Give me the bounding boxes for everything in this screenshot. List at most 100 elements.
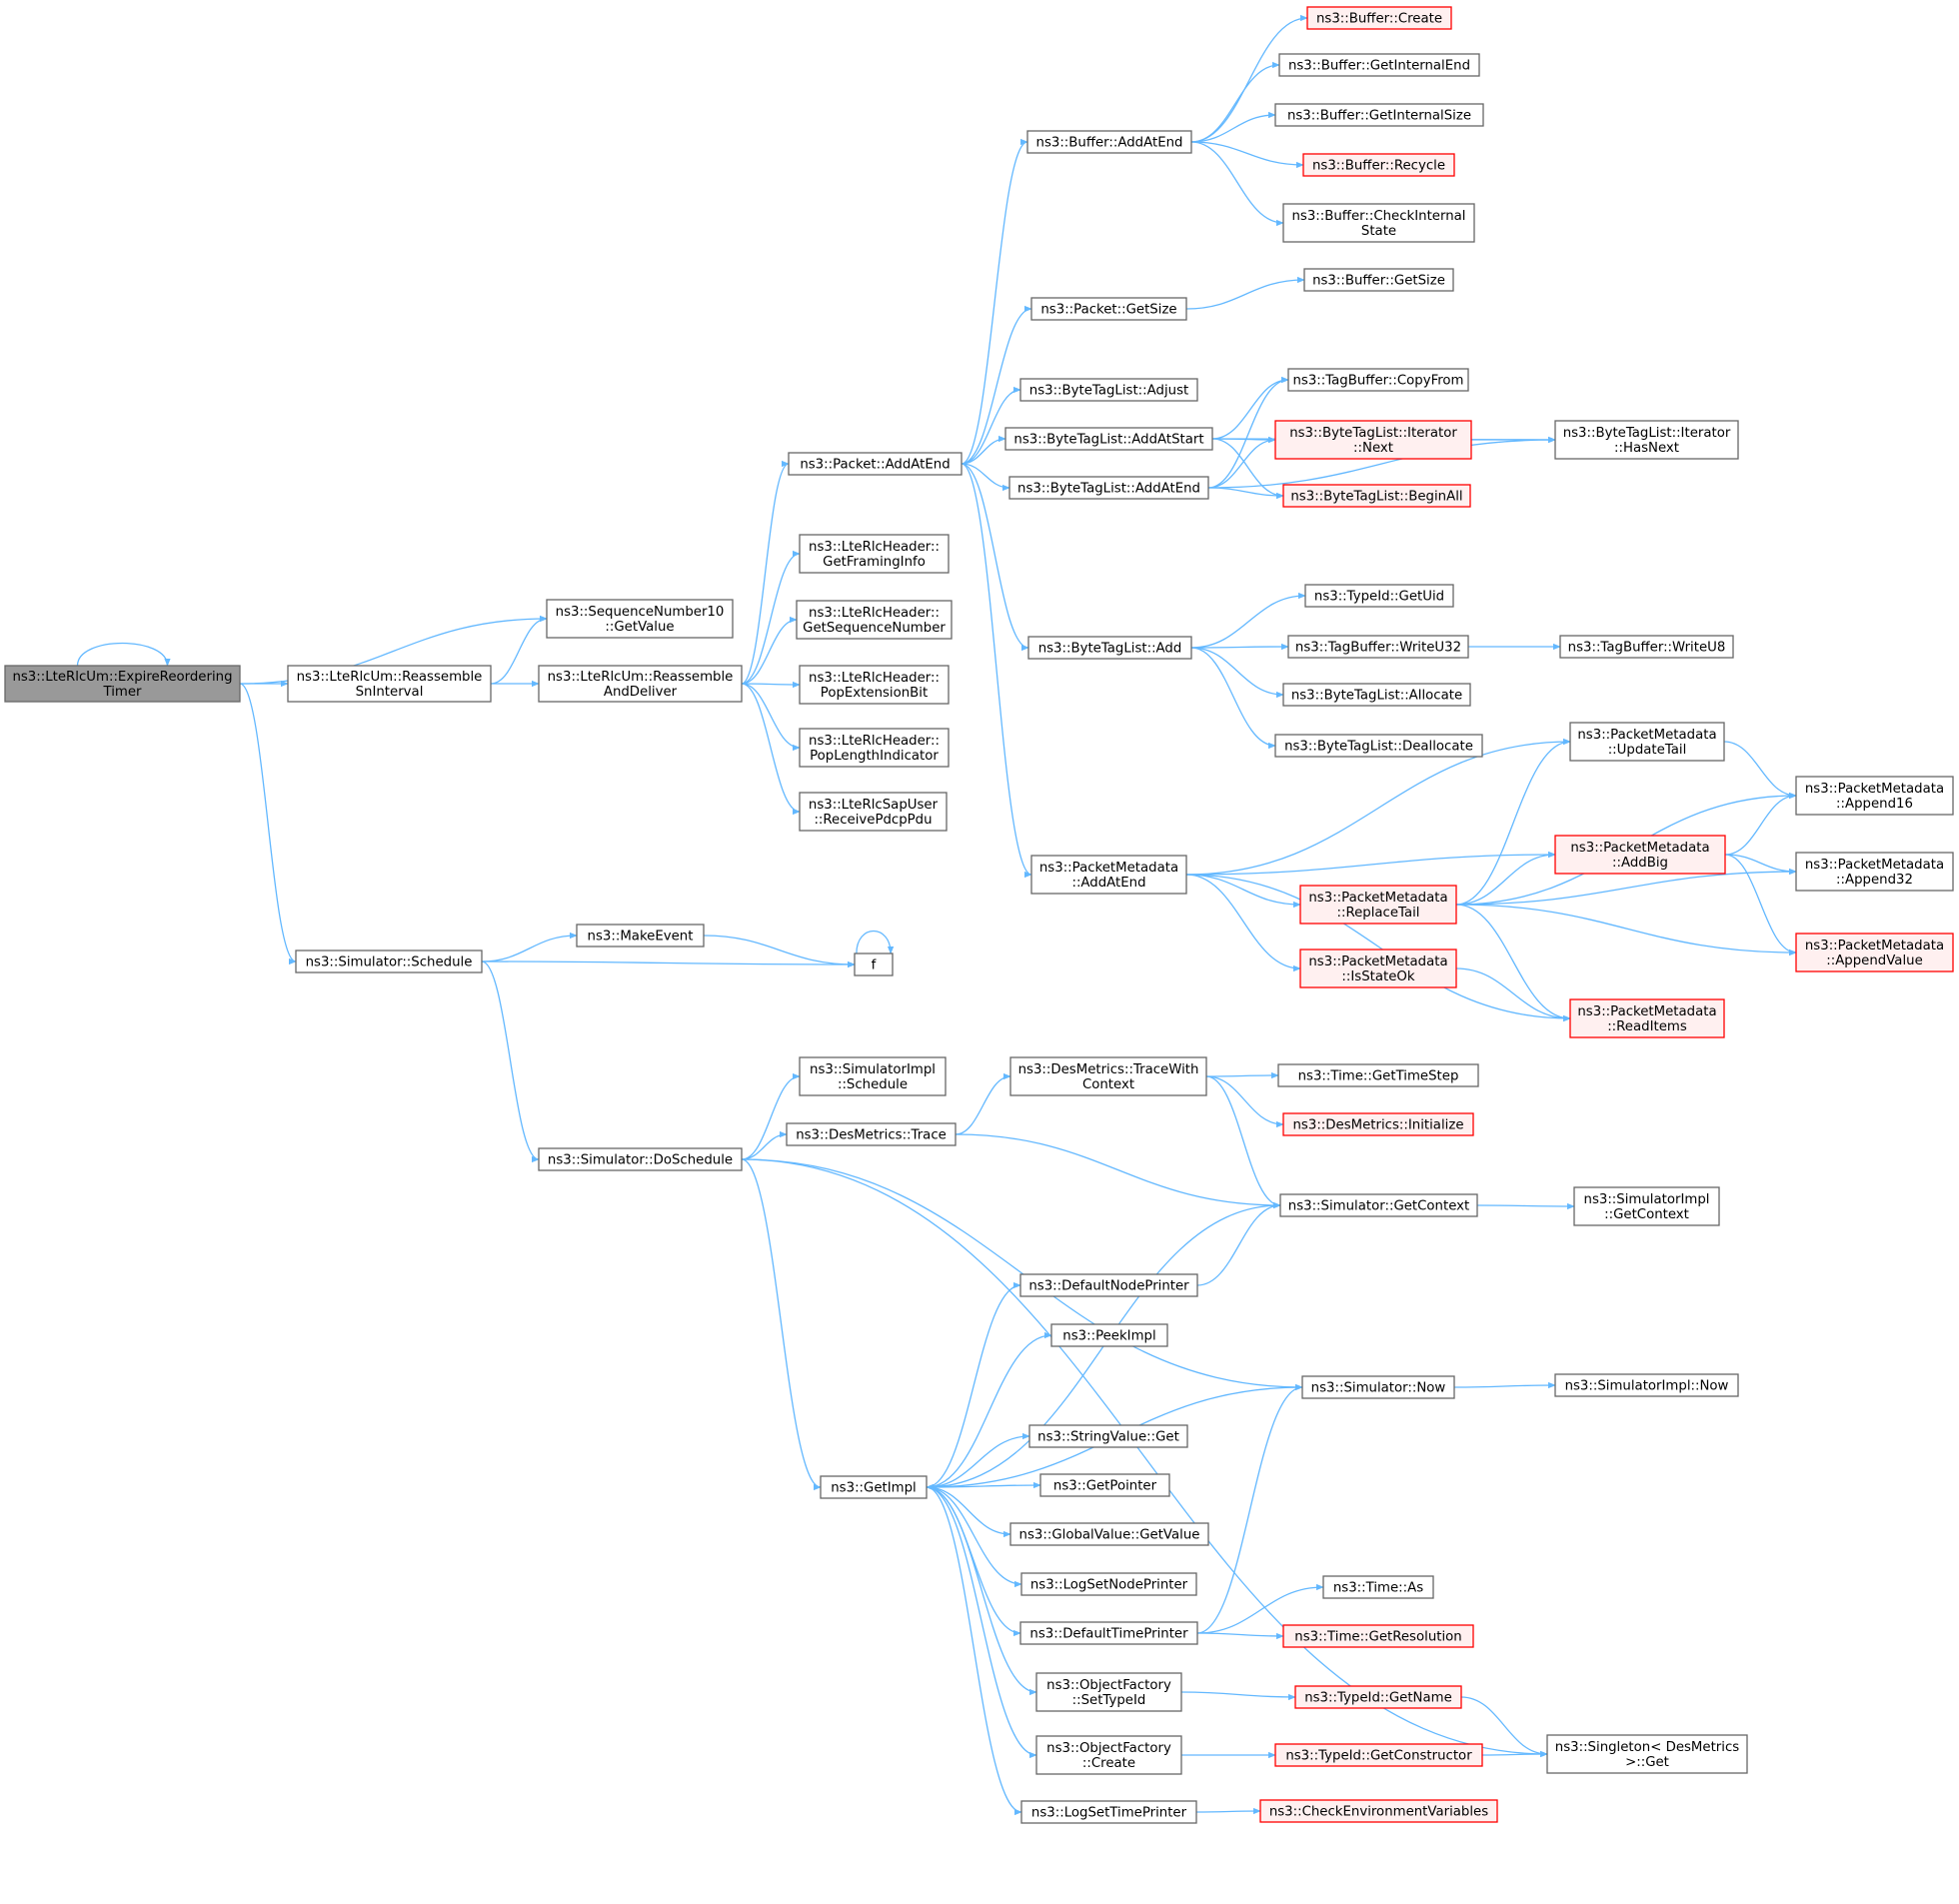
edges-layer — [76, 14, 1797, 1816]
node-box — [796, 600, 953, 640]
node-label: ::AddBig — [1612, 856, 1668, 871]
graph-node-tagbuf_writeu32[interactable]: ns3::TagBuffer::WriteU32 — [1287, 635, 1469, 659]
graph-node-simimpl_getcontext[interactable]: ns3::SimulatorImpl::GetContext — [1573, 1186, 1720, 1226]
graph-node-buf_recycle[interactable]: ns3::Buffer::Recycle — [1302, 153, 1455, 177]
node-label: ::Append16 — [1836, 797, 1913, 812]
graph-node-make_event[interactable]: ns3::MakeEvent — [576, 924, 705, 948]
node-box — [1299, 885, 1457, 925]
graph-node-peek_impl[interactable]: ns3::PeekImpl — [1050, 1323, 1168, 1347]
graph-node-desm_initialize[interactable]: ns3::DesMetrics::Initialize — [1282, 1112, 1474, 1136]
graph-node-pm_isstateok[interactable]: ns3::PacketMetadata::IsStateOk — [1299, 949, 1457, 988]
graph-node-pm_append32[interactable]: ns3::PacketMetadata::Append32 — [1795, 852, 1954, 892]
graph-node-pkt_addatend[interactable]: ns3::Packet::AddAtEnd — [788, 452, 963, 476]
graph-node-of_create[interactable]: ns3::ObjectFactory::Create — [1035, 1735, 1182, 1775]
graph-node-typeid_getuid[interactable]: ns3::TypeId::GetUid — [1304, 584, 1454, 608]
graph-node-buf_getsize[interactable]: ns3::Buffer::GetSize — [1303, 268, 1454, 292]
call-edge-sim_doschedule-to-simimpl_schedule — [741, 1072, 801, 1160]
graph-node-desm_trace[interactable]: ns3::DesMetrics::Trace — [786, 1122, 957, 1146]
graph-node-f[interactable]: f — [854, 952, 894, 976]
graph-node-pm_updatetail[interactable]: ns3::PacketMetadata::UpdateTail — [1569, 722, 1725, 762]
graph-node-get_pointer[interactable]: ns3::GetPointer — [1039, 1473, 1170, 1497]
node-label: ::Create — [1082, 1756, 1135, 1771]
graph-node-seq_getvalue[interactable]: ns3::SequenceNumber10::GetValue — [546, 599, 734, 639]
call-edge-get_impl-to-default_node_printer — [926, 1281, 1021, 1488]
graph-node-btl_addatend[interactable]: ns3::ByteTagList::AddAtEnd — [1008, 476, 1209, 500]
graph-node-pm_append16[interactable]: ns3::PacketMetadata::Append16 — [1795, 776, 1954, 816]
graph-node-log_node_printer[interactable]: ns3::LogSetNodePrinter — [1020, 1572, 1197, 1596]
call-edge-btl_add-to-btl_allocate — [1190, 647, 1284, 699]
node-label: ns3::DefaultTimePrinter — [1029, 1627, 1188, 1642]
graph-node-default_time_printer[interactable]: ns3::DefaultTimePrinter — [1019, 1621, 1198, 1645]
graph-node-simimpl_now[interactable]: ns3::SimulatorImpl::Now — [1554, 1373, 1739, 1397]
graph-node-tagbuf_copyfrom[interactable]: ns3::TagBuffer::CopyFrom — [1287, 368, 1469, 392]
graph-node-btl_iter_next[interactable]: ns3::ByteTagList::Iterator::Next — [1274, 420, 1472, 460]
graph-node-string_get[interactable]: ns3::StringValue::Get — [1028, 1424, 1188, 1448]
node-box — [1004, 427, 1213, 451]
graph-node-tagbuf_writeu8[interactable]: ns3::TagBuffer::WriteU8 — [1559, 635, 1734, 659]
node-box — [1304, 584, 1454, 608]
graph-node-time_gettimestep[interactable]: ns3::Time::GetTimeStep — [1277, 1063, 1479, 1087]
graph-node-btl_beginall[interactable]: ns3::ByteTagList::BeginAll — [1282, 484, 1471, 508]
call-edge-typeid_getname-to-singleton_get — [1460, 1696, 1548, 1758]
node-box — [1050, 1323, 1168, 1347]
graph-node-sap_receive[interactable]: ns3::LteRlcSapUser::ReceivePdcpPdu — [799, 792, 948, 832]
graph-node-hdr_poplen[interactable]: ns3::LteRlcHeader::PopLengthIndicator — [799, 728, 950, 768]
graph-node-hdr_seqnum[interactable]: ns3::LteRlcHeader::GetSequenceNumber — [796, 600, 953, 640]
node-label: ::Append32 — [1836, 873, 1913, 888]
graph-node-pm_appendvalue[interactable]: ns3::PacketMetadata::AppendValue — [1795, 933, 1954, 972]
graph-node-log_time_printer[interactable]: ns3::LogSetTimePrinter — [1020, 1800, 1197, 1824]
graph-node-pm_addatend[interactable]: ns3::PacketMetadata::AddAtEnd — [1030, 855, 1187, 895]
call-edge-default_time_printer-to-sim_now — [1196, 1383, 1303, 1634]
graph-node-buf_getinternalend[interactable]: ns3::Buffer::GetInternalEnd — [1278, 53, 1480, 77]
graph-node-typeid_getname[interactable]: ns3::TypeId::GetName — [1294, 1685, 1462, 1709]
graph-node-global_getvalue[interactable]: ns3::GlobalValue::GetValue — [1009, 1522, 1209, 1546]
node-label: ns3::ByteTagList::Deallocate — [1284, 740, 1473, 755]
graph-node-btl_iter_hasnext[interactable]: ns3::ByteTagList::Iterator::HasNext — [1554, 420, 1739, 460]
graph-node-simimpl_schedule[interactable]: ns3::SimulatorImpl::Schedule — [799, 1056, 947, 1096]
graph-node-buf_addatend[interactable]: ns3::Buffer::AddAtEnd — [1026, 130, 1192, 154]
graph-node-hdr_framing[interactable]: ns3::LteRlcHeader::GetFramingInfo — [799, 534, 950, 574]
graph-node-singleton_get[interactable]: ns3::Singleton< DesMetrics >::Get — [1546, 1734, 1748, 1774]
graph-node-btl_deallocate[interactable]: ns3::ByteTagList::Deallocate — [1274, 734, 1483, 758]
graph-node-sim_doschedule[interactable]: ns3::Simulator::DoSchedule — [538, 1147, 743, 1171]
graph-node-default_node_printer[interactable]: ns3::DefaultNodePrinter — [1019, 1273, 1198, 1297]
graph-node-hdr_popext[interactable]: ns3::LteRlcHeader::PopExtensionBit — [799, 665, 950, 705]
node-box — [799, 792, 948, 832]
graph-node-pm_addbig[interactable]: ns3::PacketMetadata::AddBig — [1554, 835, 1726, 875]
graph-node-buf_create[interactable]: ns3::Buffer::Create — [1306, 6, 1452, 30]
graph-node-btl_add[interactable]: ns3::ByteTagList::Add — [1027, 636, 1192, 660]
graph-node-btl_allocate[interactable]: ns3::ByteTagList::Allocate — [1282, 683, 1471, 707]
graph-node-pm_replacetail[interactable]: ns3::PacketMetadata::ReplaceTail — [1299, 885, 1457, 925]
graph-node-get_impl[interactable]: ns3::GetImpl — [820, 1475, 928, 1499]
graph-node-check_env[interactable]: ns3::CheckEnvironmentVariables — [1259, 1799, 1498, 1823]
graph-node-sim_schedule[interactable]: ns3::Simulator::Schedule — [295, 950, 483, 973]
call-edge-btl_addatstart-to-tagbuf_copyfrom — [1211, 376, 1289, 440]
call-edge-default_node_printer-to-sim_getcontext — [1196, 1201, 1281, 1286]
graph-node-btl_adjust[interactable]: ns3::ByteTagList::Adjust — [1019, 378, 1198, 402]
node-box — [1306, 6, 1452, 30]
graph-node-buf_getinternalsize[interactable]: ns3::Buffer::GetInternalSize — [1274, 103, 1484, 127]
graph-node-btl_addatstart[interactable]: ns3::ByteTagList::AddAtStart — [1004, 427, 1213, 451]
node-label: ns3::LteRlcUm::ExpireReordering — [12, 670, 232, 685]
graph-node-sim_getcontext[interactable]: ns3::Simulator::GetContext — [1279, 1193, 1478, 1217]
call-edge-pkt_addatend-to-btl_addatstart — [961, 435, 1006, 465]
node-box — [1020, 1800, 1197, 1824]
call-edge-pm_replacetail-to-pm_readitems — [1455, 904, 1571, 1022]
graph-node-of_settypeid[interactable]: ns3::ObjectFactory::SetTypeId — [1035, 1672, 1182, 1712]
graph-node-time_as[interactable]: ns3::Time::As — [1322, 1575, 1434, 1599]
graph-node-typeid_getconstructor[interactable]: ns3::TypeId::GetConstructor — [1274, 1743, 1483, 1767]
graph-node-pm_readitems[interactable]: ns3::PacketMetadata::ReadItems — [1569, 998, 1725, 1038]
node-label: ns3::DesMetrics::Trace — [796, 1128, 947, 1143]
node-box — [1282, 683, 1471, 707]
graph-node-pkt_getsize[interactable]: ns3::Packet::GetSize — [1030, 297, 1187, 321]
graph-node-sim_now[interactable]: ns3::Simulator::Now — [1301, 1375, 1455, 1399]
graph-node-time_getresolution[interactable]: ns3::Time::GetResolution — [1282, 1624, 1474, 1648]
node-label: ns3::Packet::GetSize — [1040, 303, 1176, 318]
node-box — [1274, 734, 1483, 758]
node-label: ns3::Time::GetResolution — [1294, 1630, 1461, 1645]
